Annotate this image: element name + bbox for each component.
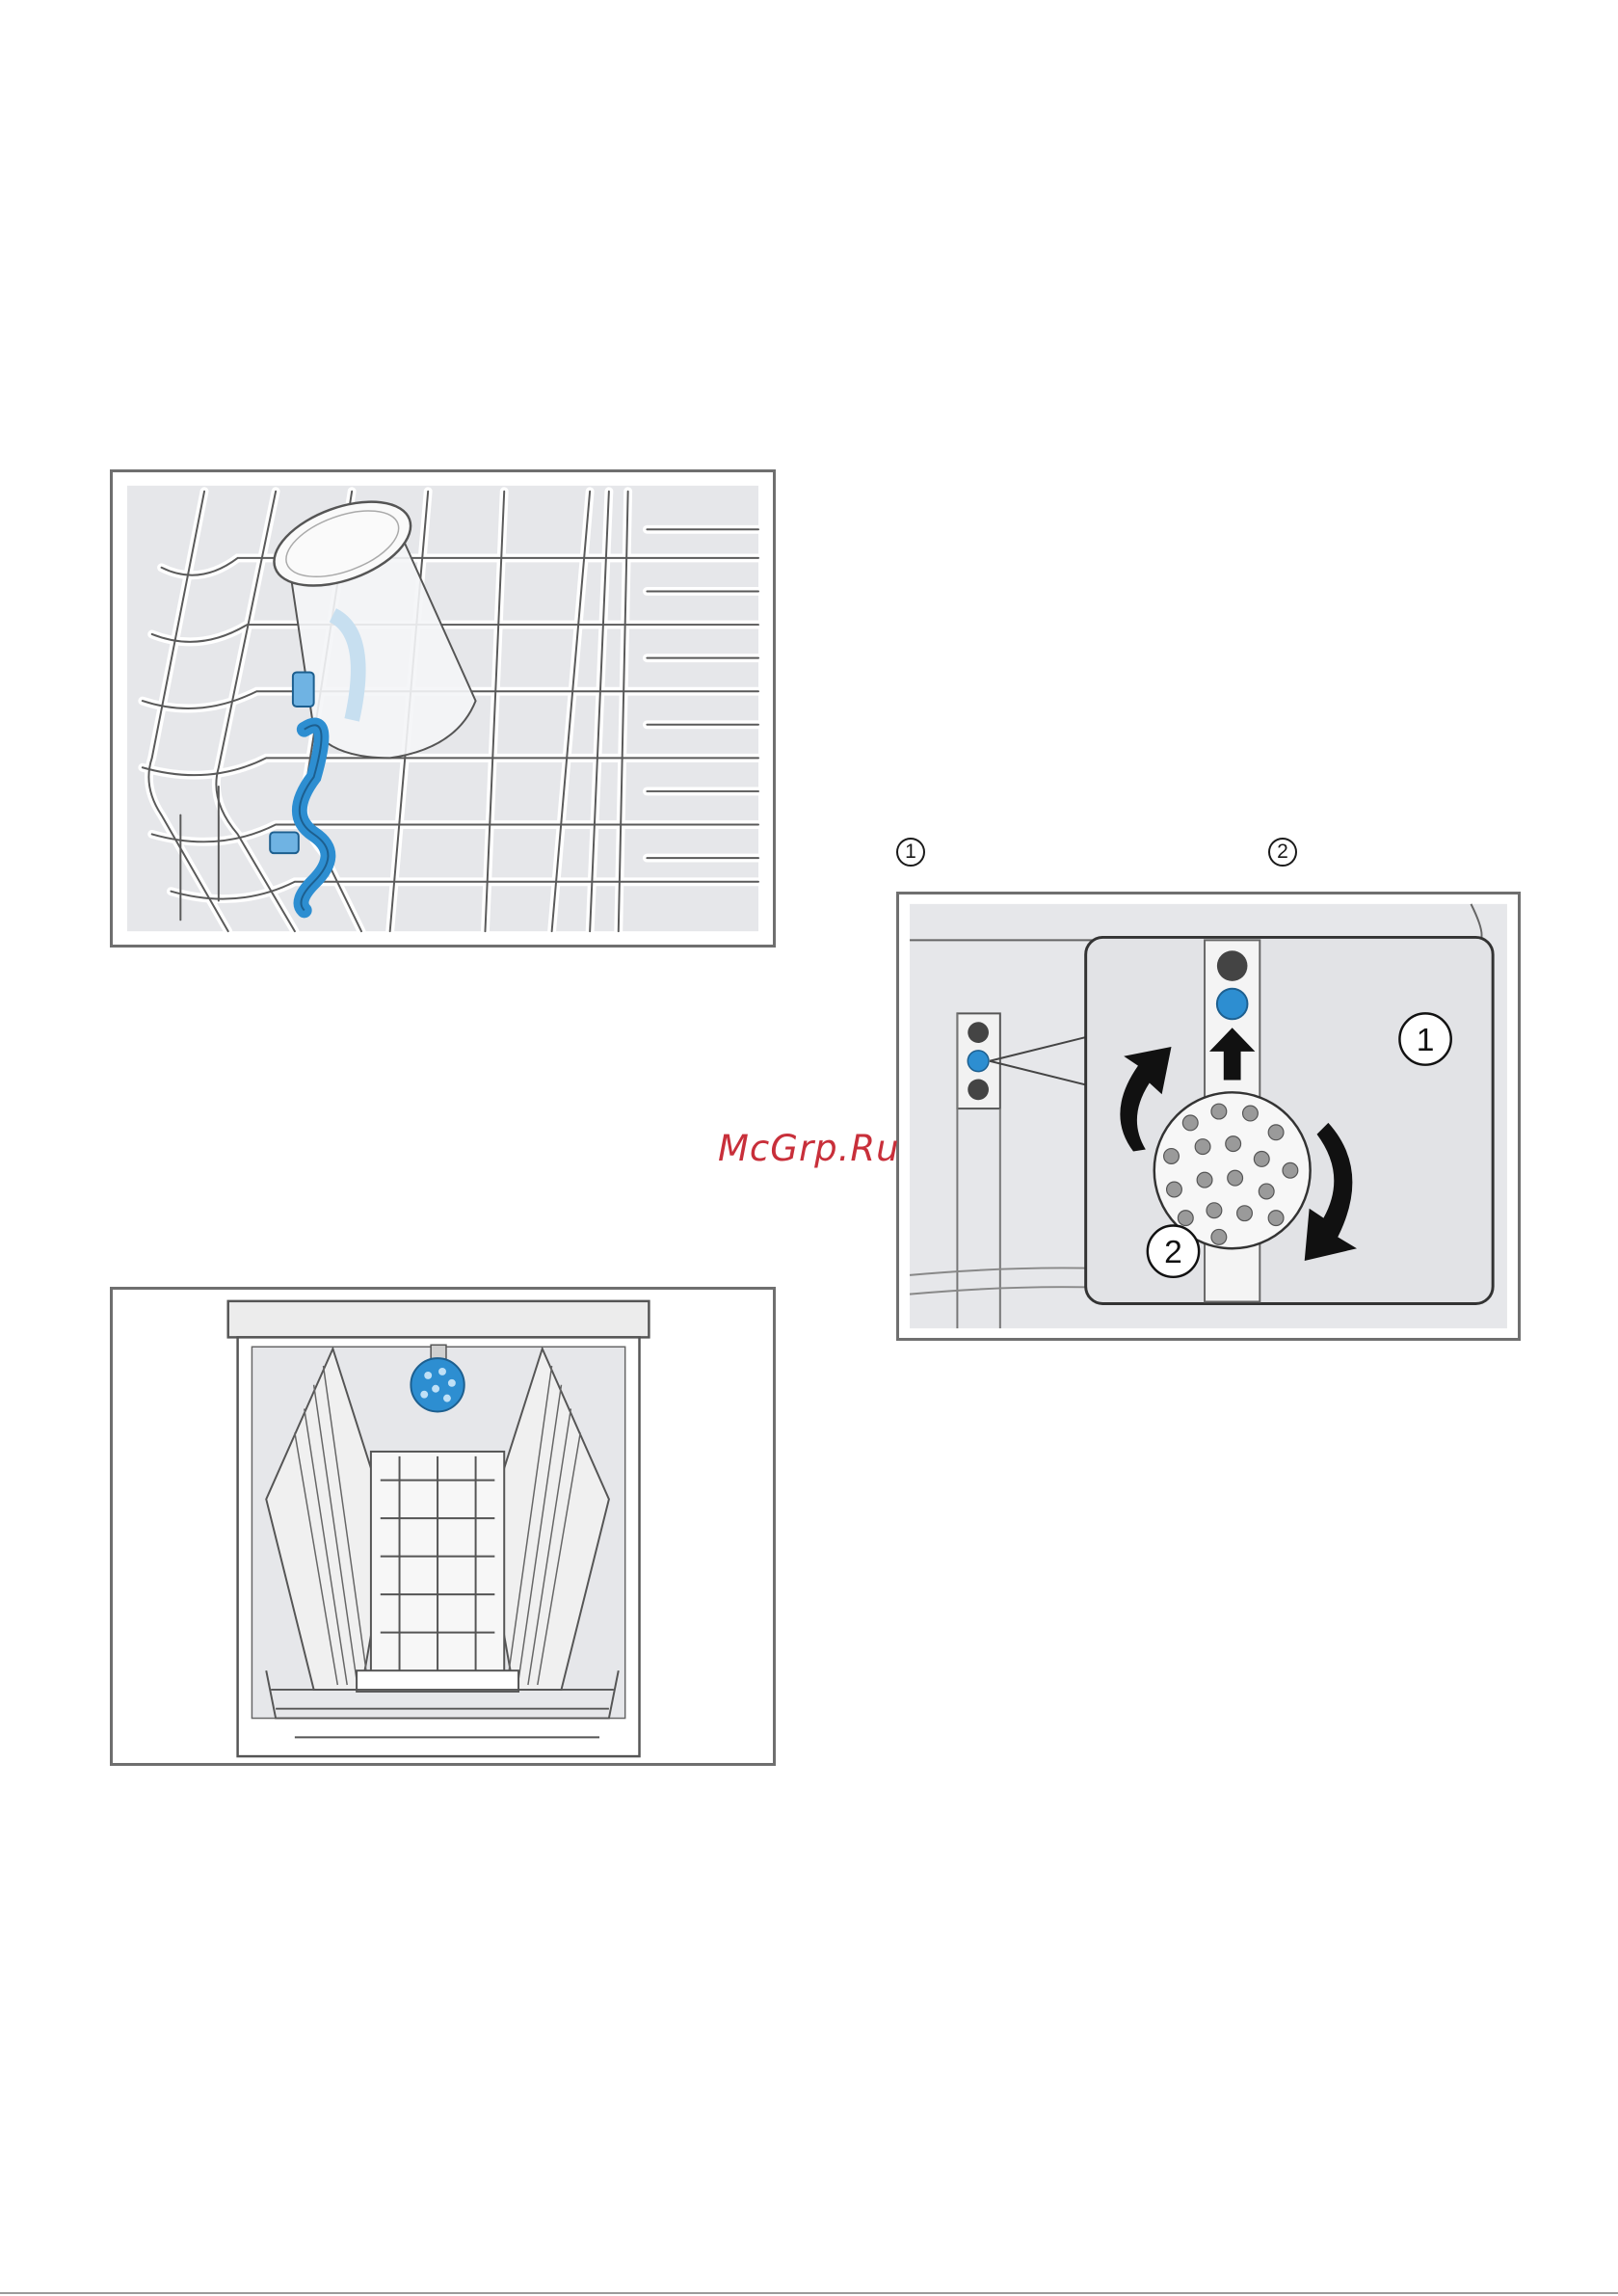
glass-rack-illustration <box>113 472 773 945</box>
figure-spray-arm-detail: 1 2 <box>896 892 1521 1341</box>
spray-arm-detail-illustration: 1 2 <box>899 894 1518 1338</box>
figure-dishwasher-front <box>110 1287 776 1766</box>
watermark: McGrp.Ru <box>718 1128 900 1169</box>
step-marker-1: 1 <box>896 838 925 867</box>
detail-inset: 1 2 <box>1086 937 1493 1303</box>
svg-text:2: 2 <box>1164 1235 1182 1270</box>
step-marker-2: 2 <box>1268 838 1297 867</box>
svg-text:1: 1 <box>1417 1023 1435 1058</box>
footer-rule <box>0 2292 1618 2294</box>
middle-basket <box>357 1452 518 1692</box>
spray-arm-icon <box>411 1358 464 1411</box>
figure-glass-rack <box>110 469 776 948</box>
dishwasher-illustration <box>113 1290 773 1763</box>
